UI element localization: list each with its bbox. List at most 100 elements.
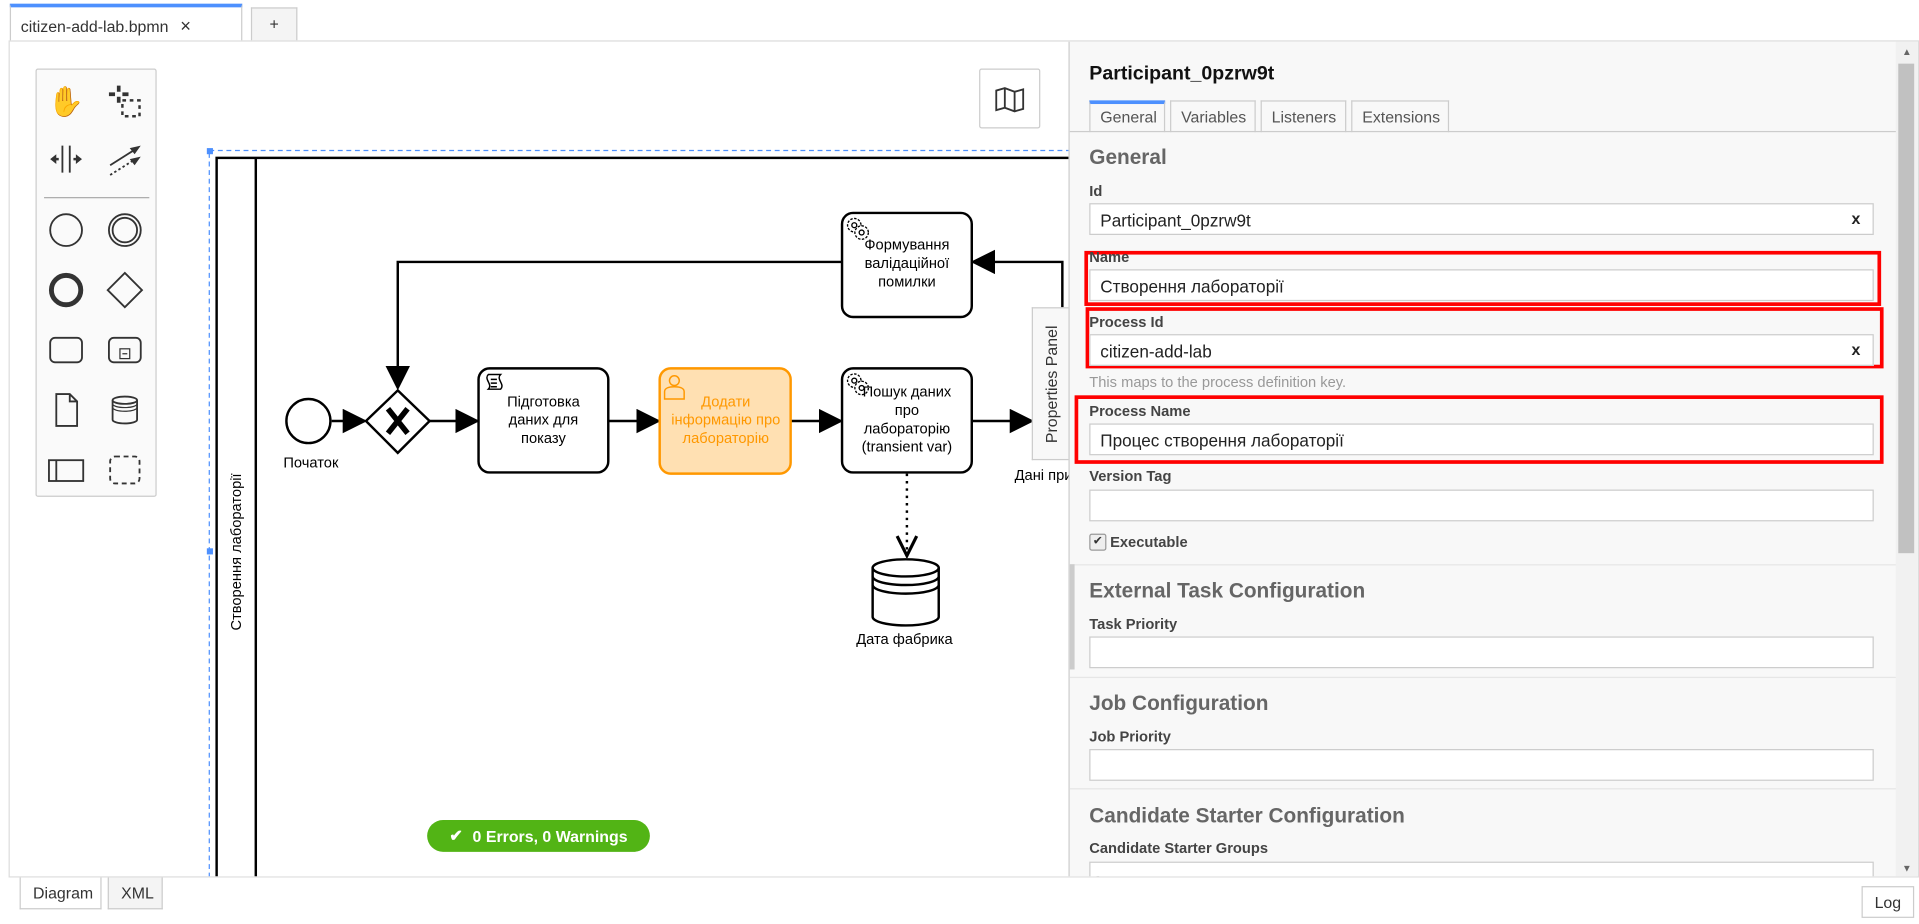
panel-title: Participant_0pzrw9t	[1089, 63, 1275, 85]
data-store[interactable]	[871, 558, 940, 627]
file-tab-citizen-add-lab[interactable]: citizen-add-lab.bpmn ×	[9, 3, 243, 42]
task-text-line: Підготовка	[507, 394, 580, 410]
tool-palette: ✋	[35, 68, 157, 497]
start-event-icon[interactable]	[44, 208, 88, 252]
service-task-validation-error[interactable]: Формування валідаційної помилки	[840, 211, 974, 319]
scroll-down-icon[interactable]: ▼	[1901, 862, 1912, 874]
task-priority-input[interactable]	[1089, 636, 1874, 669]
intermediate-event-icon[interactable]	[103, 208, 147, 252]
exclusive-gateway[interactable]	[364, 388, 432, 455]
log-button[interactable]: Log	[1861, 886, 1915, 918]
task-text-line: (transient var)	[862, 440, 953, 456]
add-tab-button[interactable]: +	[250, 7, 298, 41]
start-event-label: Початок	[283, 456, 339, 472]
external-task-heading: External Task Configuration	[1089, 578, 1366, 603]
task-priority-label: Task Priority	[1089, 615, 1178, 633]
highlight-box	[1085, 307, 1884, 369]
scroll-up-icon[interactable]: ▲	[1901, 46, 1912, 58]
clear-id-icon[interactable]: x	[1851, 209, 1861, 228]
gear-icon	[846, 373, 870, 396]
section-divider	[1069, 788, 1898, 790]
task-text-line: помилки	[878, 274, 936, 290]
data-store-icon[interactable]	[103, 388, 147, 432]
task-text-line: показу	[521, 431, 566, 447]
version-tag-input[interactable]	[1089, 489, 1874, 522]
tabs-divider	[1069, 130, 1898, 133]
gateway-icon[interactable]	[103, 268, 147, 312]
panel-scrollbar[interactable]: ▲ ▼	[1895, 41, 1918, 877]
properties-panel-toggle[interactable]: Properties Panel	[1031, 307, 1069, 461]
process-id-label: Process Id	[1089, 313, 1164, 331]
name-textarea[interactable]: Створення лабораторії	[1089, 269, 1874, 302]
task-text-line: даних для	[509, 413, 579, 429]
task-text-line: Формування	[864, 238, 949, 254]
name-value: Створення лабораторії	[1100, 276, 1284, 297]
task-text-line: Додати	[701, 394, 750, 410]
candidate-groups-input[interactable]	[1089, 861, 1874, 877]
process-id-help: This maps to the process definition key.	[1089, 373, 1347, 391]
job-priority-input[interactable]	[1089, 749, 1874, 781]
task-text-line: лабораторію	[864, 421, 950, 437]
process-name-value: Процес створення лабораторії	[1100, 430, 1344, 451]
clear-process-id-icon[interactable]: x	[1851, 340, 1861, 359]
end-event-icon[interactable]	[44, 268, 88, 312]
subprocess-icon[interactable]	[103, 328, 147, 372]
start-event[interactable]	[285, 397, 332, 445]
process-id-value: citizen-add-lab	[1100, 341, 1212, 362]
task-text-line: лабораторію	[683, 431, 769, 447]
job-configuration-heading: Job Configuration	[1089, 691, 1269, 715]
sequence-flow-loop[interactable]	[385, 260, 843, 391]
tab-xml[interactable]: XML	[107, 877, 163, 910]
participant-icon[interactable]	[44, 448, 88, 492]
clipped-label: Дані при	[1015, 468, 1073, 484]
section-divider	[1069, 564, 1898, 566]
validation-status-badge[interactable]: ✔0 Errors, 0 Warnings	[427, 820, 650, 852]
task-text-line: валідаційної	[865, 256, 950, 272]
data-store-label: Дата фабрика	[856, 632, 953, 648]
user-icon	[663, 375, 685, 400]
gear-icon	[846, 217, 870, 240]
script-icon	[486, 373, 503, 390]
scrollbar-thumb[interactable]	[1898, 63, 1915, 554]
general-heading: General	[1089, 145, 1167, 169]
lasso-tool-icon[interactable]	[103, 80, 147, 124]
highlight-box	[1074, 395, 1884, 464]
task-text-line: про	[895, 403, 919, 419]
hand-tool-icon[interactable]: ✋	[47, 85, 85, 119]
task-text-line: Пошук даних	[863, 385, 952, 401]
check-icon: ✔	[449, 826, 463, 845]
script-task-prepare-data[interactable]: Підготовка даних для показу	[477, 367, 610, 474]
tab-general[interactable]: General	[1089, 100, 1166, 133]
selection-handle[interactable]	[206, 148, 213, 155]
tab-listeners[interactable]: Listeners	[1260, 100, 1347, 133]
tab-extensions[interactable]: Extensions	[1351, 100, 1450, 133]
properties-panel-toggle-label: Properties Panel	[1042, 325, 1061, 444]
process-id-input[interactable]: citizen-add-lab x	[1089, 334, 1874, 366]
diagram-canvas[interactable]: Створення лабораторії Початок	[8, 40, 1919, 878]
close-tab-icon[interactable]: ×	[180, 15, 192, 37]
tab-variables[interactable]: Variables	[1170, 100, 1256, 133]
process-name-textarea[interactable]: Процес створення лабораторії	[1089, 423, 1874, 456]
executable-checkbox[interactable]: ✔	[1089, 533, 1107, 551]
process-name-label: Process Name	[1089, 402, 1191, 420]
tab-diagram[interactable]: Diagram	[19, 877, 102, 910]
minimap-toggle-button[interactable]	[979, 68, 1041, 129]
executable-label: Executable	[1110, 533, 1188, 551]
candidate-starter-heading: Candidate Starter Configuration	[1089, 804, 1405, 828]
data-object-icon[interactable]	[44, 388, 88, 432]
section-indicator	[1069, 564, 1075, 670]
connect-tool-icon[interactable]	[103, 137, 147, 181]
map-icon	[995, 86, 1025, 112]
group-icon[interactable]	[103, 448, 147, 492]
bpmn-diagram[interactable]: Створення лабораторії Початок	[9, 40, 1912, 877]
selection-handle[interactable]	[206, 548, 213, 555]
space-tool-icon[interactable]	[44, 137, 88, 181]
task-icon[interactable]	[44, 328, 88, 372]
x-icon	[385, 407, 410, 435]
service-task-search-data[interactable]: Пошук даних про лабораторію (transient var)	[840, 367, 974, 474]
sequence-flow[interactable]	[970, 249, 1064, 320]
